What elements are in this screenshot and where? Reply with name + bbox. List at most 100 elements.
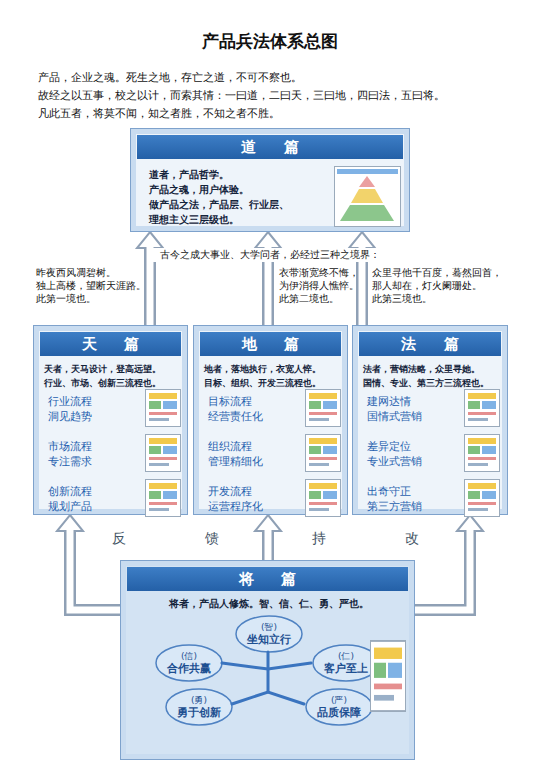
panel-body: 道者，产品哲学。 产品之魂，用户体验。 做产品之法，产品层、行业层、 理想主义三… bbox=[149, 167, 339, 227]
page-title: 产品兵法体系总图 bbox=[0, 30, 539, 53]
text-line: 众里寻他千百度，蓦然回首， bbox=[372, 266, 504, 279]
text-line: 洞见趋势 bbox=[48, 409, 140, 424]
panel-heading: 天 篇 bbox=[40, 332, 181, 356]
text-line: 专业式营销 bbox=[367, 454, 459, 469]
text-line: 开发流程 bbox=[208, 484, 300, 499]
process-item: 市场流程 专注需求 bbox=[48, 439, 140, 469]
oval-outline bbox=[236, 616, 302, 652]
text-line: 产品之魂，用户体验。 bbox=[149, 182, 339, 197]
process-item: 目标流程 经营责任化 bbox=[208, 394, 300, 424]
arrow-head bbox=[57, 515, 83, 531]
virtue-oval: (仁)客户至上 bbox=[312, 644, 380, 682]
oval-outline bbox=[313, 645, 379, 681]
text-line: 衣带渐宽终不悔， bbox=[279, 266, 359, 279]
text-line: 道者，产品哲学。 bbox=[149, 167, 339, 182]
text-line: 行业、市场、创新三流程也。 bbox=[44, 376, 184, 390]
oval-text-box: (勇)勇于创新 bbox=[165, 688, 233, 726]
connector-group bbox=[349, 232, 375, 325]
oval-text-box: (智)坐知立行 bbox=[235, 615, 303, 653]
poem-verse: 众里寻他千百度，蓦然回首， 那人却在，灯火阑珊处。 此第三境也。 bbox=[372, 266, 504, 305]
text-line: 建网达情 bbox=[367, 394, 459, 409]
arrow-head bbox=[457, 515, 483, 531]
process-item: 创新流程 规划产品 bbox=[48, 484, 140, 514]
text-line: 此第一境也。 bbox=[36, 292, 146, 305]
text-line: 理想主义三层级也。 bbox=[149, 212, 339, 227]
panel-heading: 地 篇 bbox=[200, 332, 341, 356]
text-line: 国情式营销 bbox=[367, 409, 459, 424]
loop-char: 改 bbox=[405, 529, 425, 547]
process-item: 出奇守正 第三方营销 bbox=[367, 484, 459, 514]
intro-line: 凡此五者，将莫不闻，知之者胜，不知之者不胜。 bbox=[38, 106, 533, 121]
process-item: 组织流程 管理精细化 bbox=[208, 439, 300, 469]
virtue-name: (严) bbox=[331, 695, 347, 706]
virtue-name: (信) bbox=[181, 651, 197, 662]
loop-char: 馈 bbox=[205, 529, 225, 547]
text-line: 专注需求 bbox=[48, 454, 140, 469]
section-panel: 地 篇地者，落地执行，衣宽人悴。 目标、组织、开发三流程也。目标流程 经营责任化… bbox=[193, 325, 348, 515]
loop-char: 反 bbox=[112, 529, 132, 547]
text-line: 目标流程 bbox=[208, 394, 300, 409]
virtue-motto: 品质保障 bbox=[317, 706, 361, 720]
process-item: 差异定位 专业式营销 bbox=[367, 439, 459, 469]
connector-group bbox=[255, 232, 281, 325]
text-line: 独上高楼，望断天涯路。 bbox=[36, 279, 146, 292]
panel-body: 地者，落地执行，衣宽人悴。 目标、组织、开发三流程也。 bbox=[204, 362, 344, 390]
poem-verse: 衣带渐宽终不悔， 为伊消得人憔悴。 此第二境也。 bbox=[279, 266, 359, 305]
text-line: 差异定位 bbox=[367, 439, 459, 454]
text-line: 国情、专业、第三方三流程也。 bbox=[363, 376, 503, 390]
intro-line: 产品，企业之魂。死生之地，存亡之道，不可不察也。 bbox=[38, 70, 533, 85]
arrow-inner bbox=[415, 529, 470, 610]
text-line: 做产品之法，产品层、行业层、 bbox=[149, 197, 339, 212]
text-line: 法者，营销法略，众里寻她。 bbox=[363, 362, 503, 376]
virtue-motto: 坐知立行 bbox=[247, 633, 291, 647]
text-line: 为伊消得人憔悴。 bbox=[279, 279, 359, 292]
arrow-head bbox=[137, 232, 163, 248]
virtue-oval: (严)品质保障 bbox=[305, 688, 373, 726]
section-panel: 天 篇天者，天马设计，登高远望。 行业、市场、创新三流程也。行业流程 洞见趋势市… bbox=[33, 325, 188, 515]
poem-verse: 昨夜西风凋碧树。 独上高楼，望断天涯路。 此第一境也。 bbox=[36, 266, 146, 305]
text-line: 目标、组织、开发三流程也。 bbox=[204, 376, 344, 390]
text-line: 运营程序化 bbox=[208, 499, 300, 514]
virtue-motto: 勇于创新 bbox=[177, 706, 221, 720]
section-panel: 法 篇法者，营销法略，众里寻她。 国情、专业、第三方三流程也。建网达情 国情式营… bbox=[352, 325, 508, 515]
panel-body: 法者，营销法略，众里寻她。 国情、专业、第三方三流程也。 bbox=[363, 362, 503, 390]
text-line: 行业流程 bbox=[48, 394, 140, 409]
text-line: 组织流程 bbox=[208, 439, 300, 454]
text-line: 此第二境也。 bbox=[279, 292, 359, 305]
intro-line: 故经之以五事，校之以计，而索其情：一曰道，二曰天，三曰地，四曰法，五曰将。 bbox=[38, 88, 533, 103]
connector-group bbox=[415, 515, 483, 610]
connector-group bbox=[57, 515, 120, 610]
virtue-name: (仁) bbox=[338, 651, 354, 662]
text-line: 第三方营销 bbox=[367, 499, 459, 514]
process-item: 开发流程 运营程序化 bbox=[208, 484, 300, 514]
virtue-motto: 合作共赢 bbox=[167, 662, 211, 676]
arrow-head bbox=[255, 232, 281, 248]
oval-outline bbox=[166, 689, 232, 725]
text-line: 创新流程 bbox=[48, 484, 140, 499]
section-panel: 将 篇将者，产品人修炼。智、信、仁、勇、严也。(智)坐知立行(信)合作共赢(仁)… bbox=[120, 560, 415, 760]
panel-heading: 将 篇 bbox=[127, 567, 408, 591]
process-item: 建网达情 国情式营销 bbox=[367, 394, 459, 424]
connector-group bbox=[137, 232, 163, 325]
virtue-name: (智) bbox=[261, 622, 277, 633]
text-line: 此第三境也。 bbox=[372, 292, 504, 305]
text-line: 规划产品 bbox=[48, 499, 140, 514]
text-line: 那人却在，灯火阑珊处。 bbox=[372, 279, 504, 292]
process-item: 行业流程 洞见趋势 bbox=[48, 394, 140, 424]
loop-char: 持 bbox=[312, 529, 332, 547]
text-line: 出奇守正 bbox=[367, 484, 459, 499]
hollow-arrow bbox=[415, 531, 470, 610]
panel-heading: 道 篇 bbox=[137, 135, 403, 159]
panel-heading: 法 篇 bbox=[359, 332, 501, 356]
text-line: 昨夜西风凋碧树。 bbox=[36, 266, 146, 279]
virtue-oval: (智)坐知立行 bbox=[235, 615, 303, 653]
section-note: 古今之成大事业、大学问者，必经过三种之境界： bbox=[150, 248, 390, 262]
virtue-oval: (勇)勇于创新 bbox=[165, 688, 233, 726]
panel-body: 天者，天马设计，登高远望。 行业、市场、创新三流程也。 bbox=[44, 362, 184, 390]
text-line: 经营责任化 bbox=[208, 409, 300, 424]
section-panel: 道 篇道者，产品哲学。 产品之魂，用户体验。 做产品之法，产品层、行业层、 理想… bbox=[130, 128, 410, 232]
virtue-name: (勇) bbox=[191, 695, 207, 706]
oval-outline bbox=[156, 645, 222, 681]
arrow-inner bbox=[265, 529, 272, 560]
